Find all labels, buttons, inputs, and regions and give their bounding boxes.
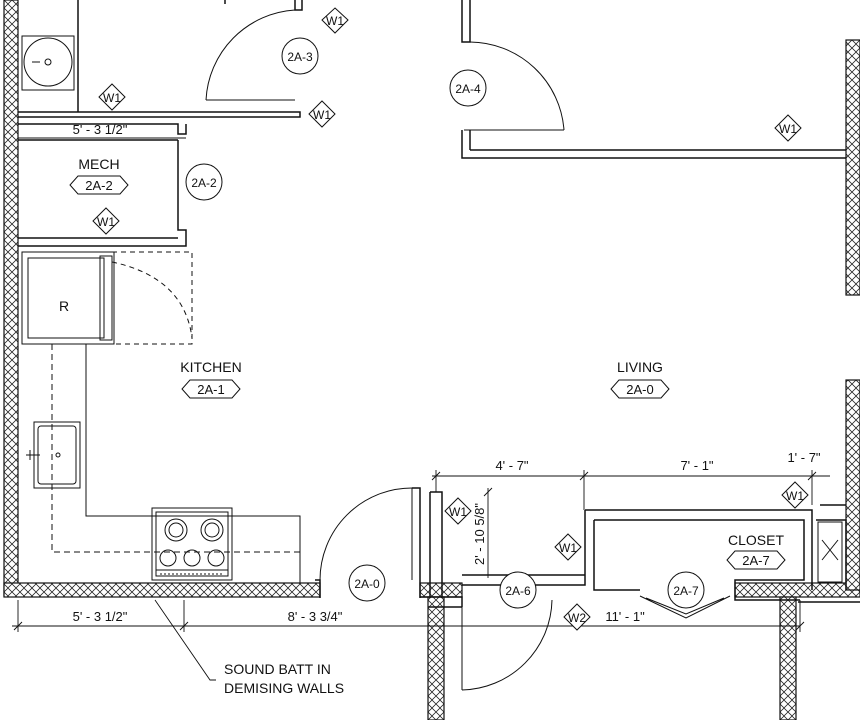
dim-11-1: 11' - 1" (605, 609, 645, 624)
range-stove (151, 507, 233, 581)
dimension-labels: 5' - 3 1/2" 5' - 3 1/2" 8' - 3 3/4" 4' -… (73, 122, 821, 624)
wall-tag-label: W1 (786, 489, 804, 503)
door-tag-2a-2 (185, 163, 223, 201)
door-label-2a-2: 2A-2 (191, 176, 217, 190)
wall-tag (781, 481, 809, 509)
wall-tag-label: W1 (313, 108, 331, 122)
wall-tag-label: W2 (568, 611, 586, 625)
wall-type-tags (92, 7, 809, 631)
door-label-2a-3: 2A-3 (287, 50, 313, 64)
wall-tag-label: W1 (559, 541, 577, 555)
door-tag-2a-3 (281, 37, 319, 75)
dim-bottom-left: 5' - 3 1/2" (73, 609, 128, 624)
room-tag-living (610, 379, 670, 399)
wall-tag (554, 533, 582, 561)
door-tag-2a-0 (348, 564, 386, 602)
door-tag-2a-7 (667, 571, 705, 609)
room-labels: MECH 2A-2 KITCHEN 2A-1 LIVING 2A-0 CLOSE… (59, 156, 785, 568)
door-tag-2a-4 (449, 69, 487, 107)
dimension-lines (12, 137, 830, 681)
room-name-kitchen: KITCHEN (180, 359, 241, 375)
wall-tag (444, 497, 472, 525)
refrigerator (21, 251, 193, 345)
kitchen-sink (26, 421, 81, 489)
door-label-2a-0: 2A-0 (354, 577, 380, 591)
room-tag-kitchen (181, 379, 241, 399)
dim-mech-width: 5' - 3 1/2" (73, 122, 128, 137)
room-name-mech: MECH (78, 156, 119, 172)
wall-tag-label: W1 (326, 14, 344, 28)
room-code-closet: 2A-7 (742, 553, 769, 568)
door-tag-2a-6 (499, 571, 537, 609)
wall-tag-label: W1 (449, 505, 467, 519)
room-code-kitchen: 2A-1 (197, 382, 224, 397)
wall-tag-label: W1 (779, 122, 797, 136)
dim-4-7: 4' - 7" (495, 458, 528, 473)
door-label-2a-7: 2A-7 (673, 584, 699, 598)
note-line-2: DEMISING WALLS (224, 680, 344, 696)
room-tag-boxes (69, 175, 786, 570)
room-name-living: LIVING (617, 359, 663, 375)
wall-tag-label: W1 (97, 215, 115, 229)
door-swings (205, 9, 731, 691)
room-tag-mech (69, 175, 129, 195)
room-code-mech: 2A-2 (85, 178, 112, 193)
room-tag-closet (726, 550, 786, 570)
exterior-walls (3, 0, 860, 720)
dim-7-1: 7' - 1" (680, 458, 713, 473)
room-code-living: 2A-0 (626, 382, 653, 397)
door-label-2a-6: 2A-6 (505, 584, 531, 598)
dim-1-7: 1' - 7" (787, 450, 820, 465)
door-tag-labels: 2A-3 2A-4 2A-2 2A-0 2A-6 2A-7 (191, 50, 699, 598)
dim-vertical: 2' - 10 5/8" (472, 503, 487, 565)
wall-tag-label: W1 (103, 91, 121, 105)
wall-tag (98, 83, 126, 111)
bath-sink (21, 35, 75, 91)
kitchen-counter (22, 343, 301, 583)
closet-door-x (817, 521, 843, 583)
wall-tag (308, 100, 336, 128)
wall-tag (563, 603, 591, 631)
door-tags (185, 37, 705, 609)
refrigerator-label: R (59, 298, 69, 314)
room-name-closet: CLOSET (728, 532, 784, 548)
door-label-2a-4: 2A-4 (455, 82, 481, 96)
note-line-1: SOUND BATT IN (224, 661, 331, 677)
dim-bottom-mid: 8' - 3 3/4" (288, 609, 343, 624)
wall-type-labels: W1 W1 W1 W1 W1 W1 W1 W1 W2 (97, 14, 804, 625)
wall-tag (774, 114, 802, 142)
wall-tag (92, 207, 120, 235)
wall-tag (321, 7, 349, 34)
sound-batt-note: SOUND BATT IN DEMISING WALLS (224, 661, 344, 696)
